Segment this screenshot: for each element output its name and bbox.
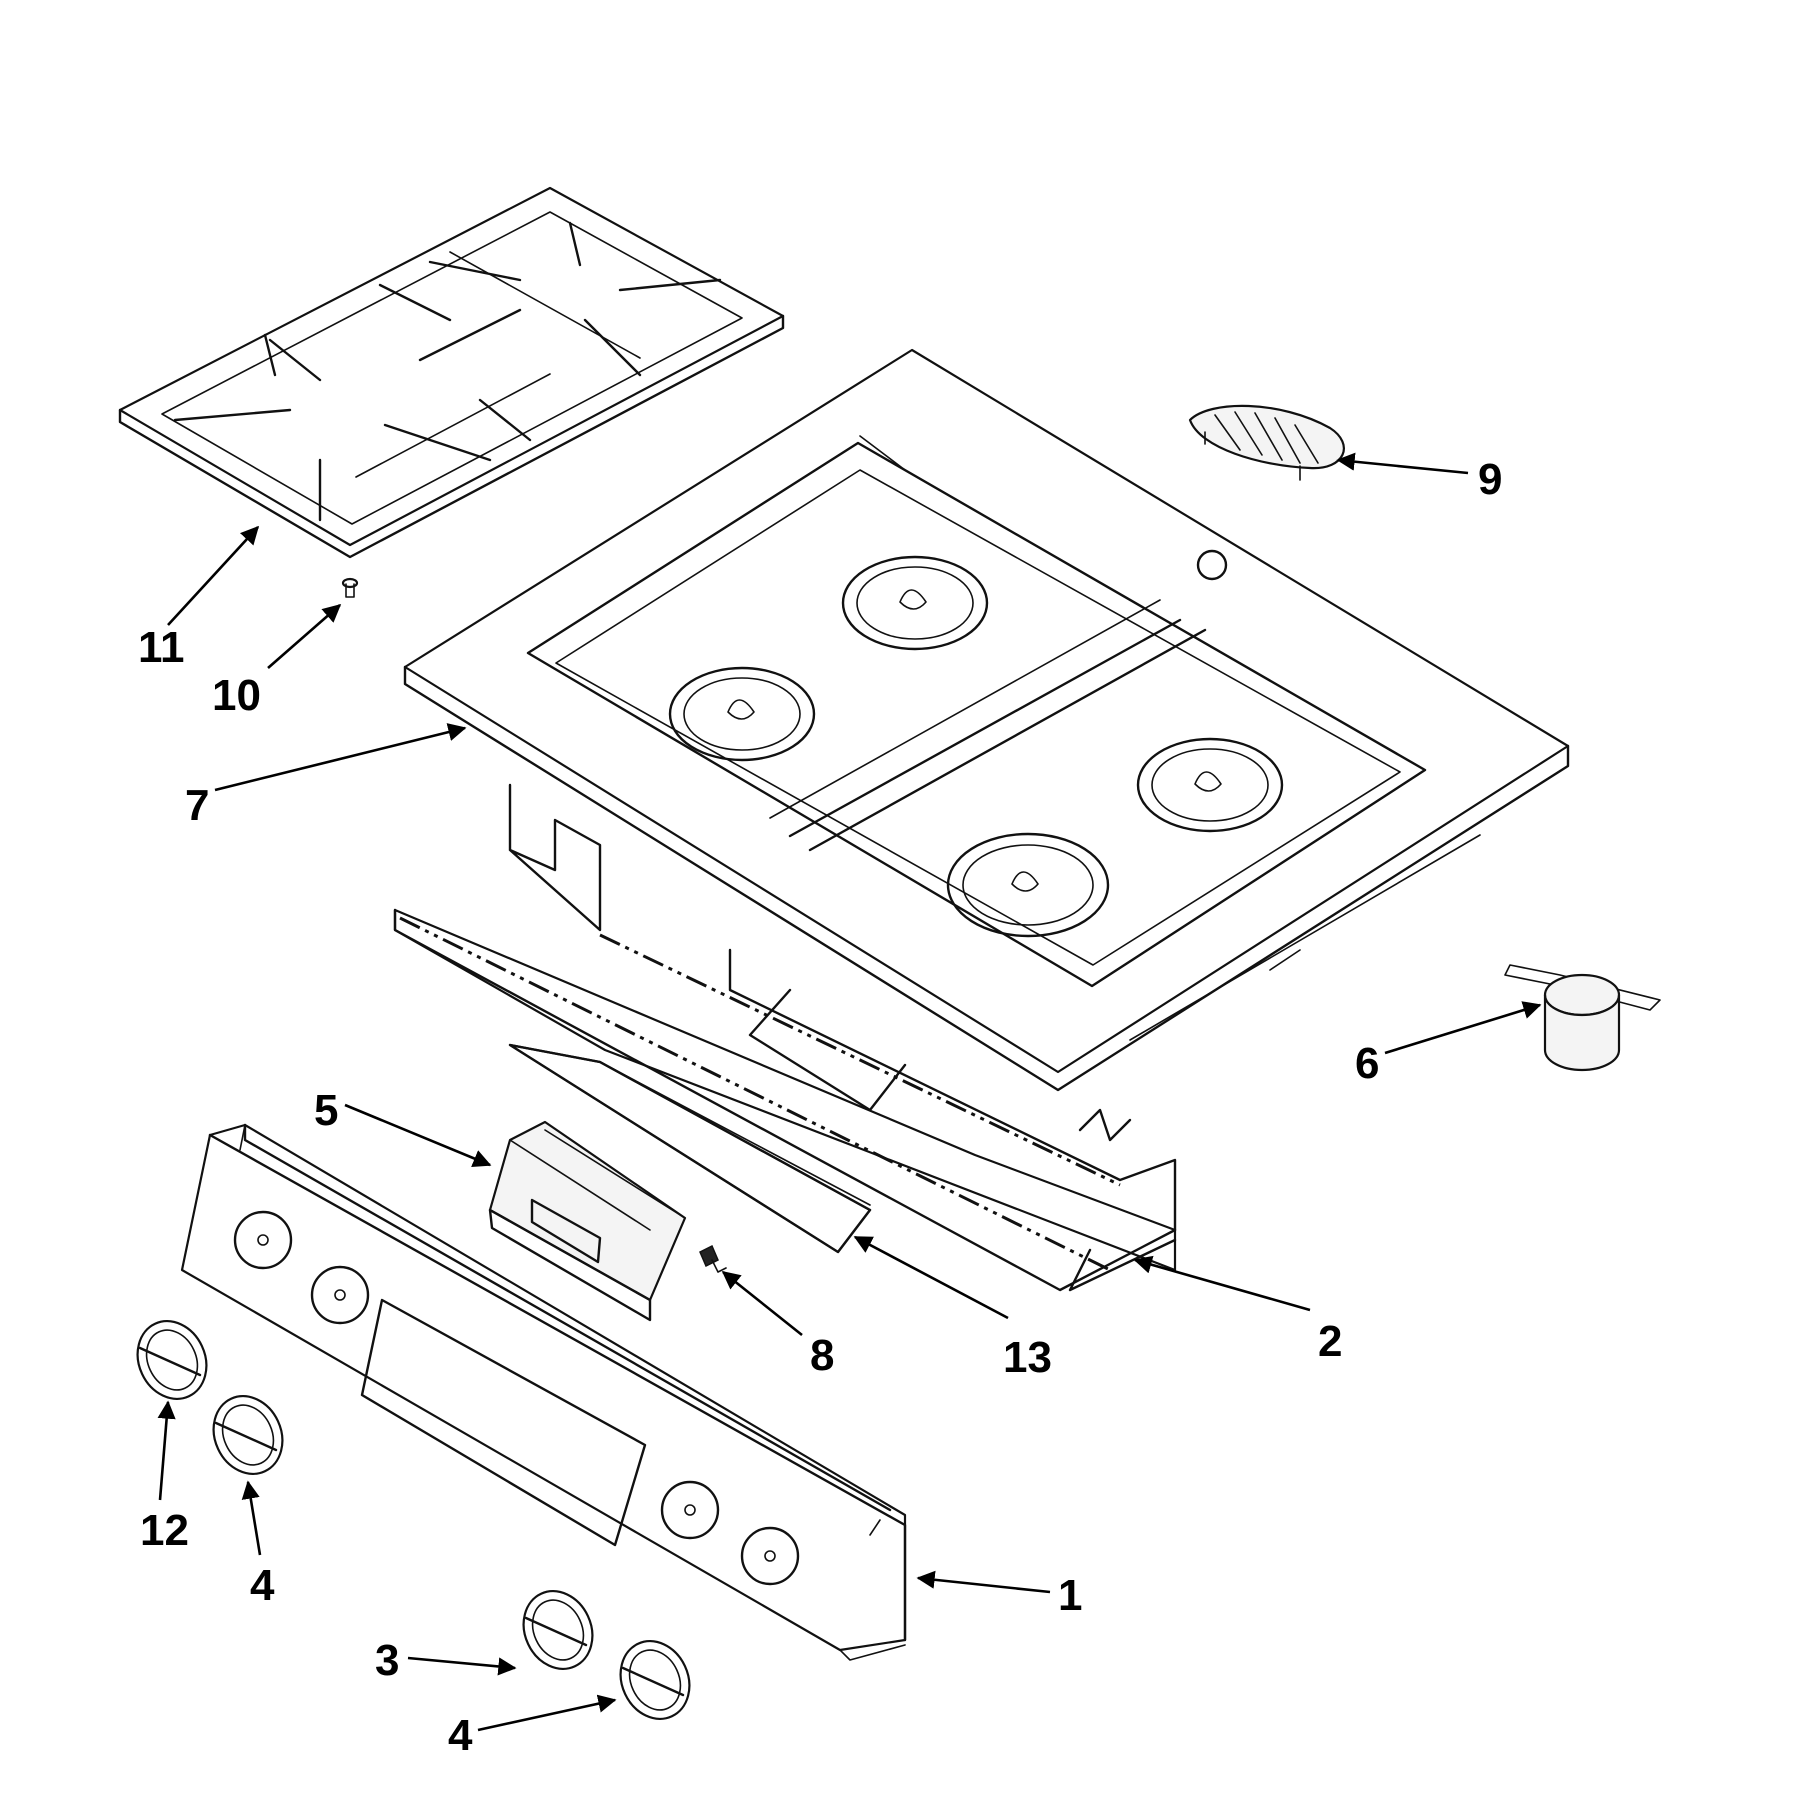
trim-strip [508,1043,872,1254]
callout-3: 3 [375,1636,399,1685]
knob-3 [522,1590,594,1670]
burner-rear-right [841,555,989,651]
knob-12 [136,1320,208,1400]
callout-6: 6 [1355,1039,1379,1088]
rear-bracket [393,783,1177,1292]
callout-11: 11 [138,623,185,672]
callout-10: 10 [212,671,261,720]
callout-1: 1 [1058,1571,1082,1620]
control-panel [180,1123,907,1661]
knob-4-left [212,1395,284,1475]
screw-8 [699,1244,727,1273]
callout-4-right: 4 [448,1711,473,1760]
callout-labels: 11 10 7 9 6 5 2 13 8 1 12 4 3 4 [138,455,1502,1760]
callout-5: 5 [314,1086,338,1135]
callout-9: 9 [1478,455,1502,504]
burner-front-left [946,832,1110,938]
leader-lines [157,452,1542,1732]
callout-2: 2 [1318,1317,1342,1366]
knob-4-right [619,1640,691,1720]
callout-13: 13 [1003,1333,1052,1382]
spark-module [1504,964,1661,1072]
clock-control [488,1120,687,1322]
cooktop [403,348,1570,1092]
screw-10 [341,577,359,598]
burner-front-right [1136,737,1284,833]
burner-rear-left [668,666,816,762]
vent-cap [1188,404,1345,481]
callout-12: 12 [140,1506,189,1555]
callout-7: 7 [185,781,209,830]
burner-grate [118,186,785,559]
callout-4-left: 4 [250,1561,275,1610]
callout-8: 8 [810,1331,834,1380]
